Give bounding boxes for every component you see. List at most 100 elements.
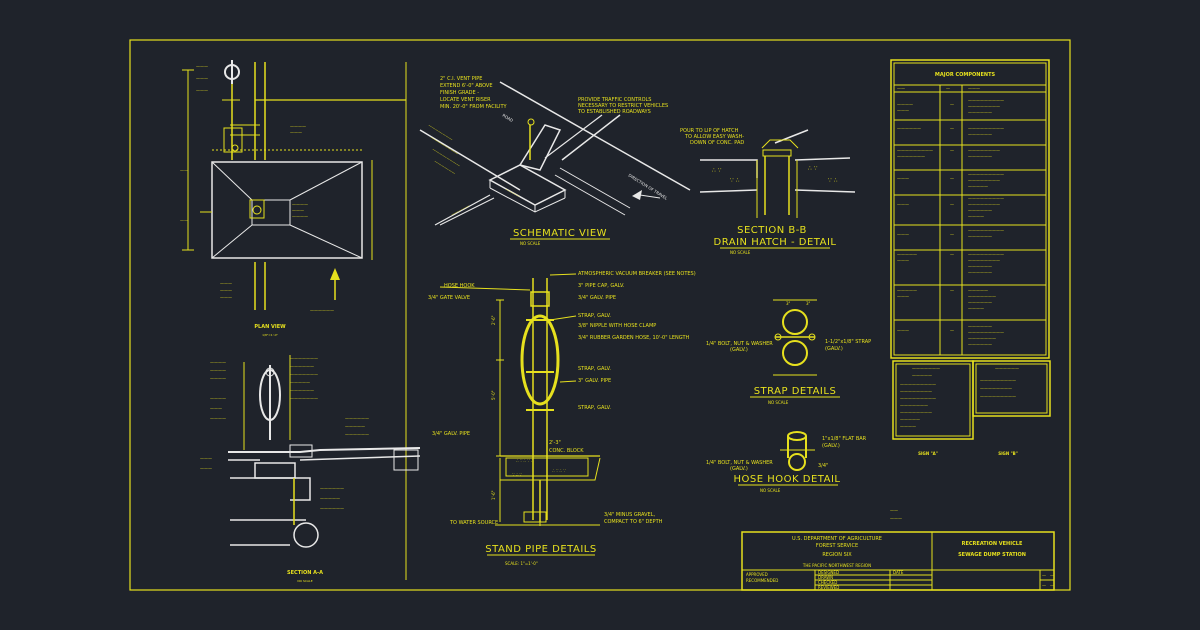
svg-text:———————: ——————— — [897, 154, 925, 159]
svg-text:——: —— — [897, 86, 905, 91]
section-b-note-1: POUR TO LIP OF HATCH — [680, 128, 739, 134]
signs-panel: ———————————— —————————————————————————— … — [892, 360, 1051, 456]
svg-text:—————: ————— — [897, 252, 917, 257]
hosehook-dim: 3/4" — [818, 463, 828, 469]
svg-text:—————: ————— — [968, 288, 988, 293]
svg-text:—————————: ————————— — [968, 98, 1004, 103]
svg-text:————————: ———————— — [968, 202, 1000, 207]
standpipe-callout-2: 3" PIPE CAP, GALV. — [578, 283, 625, 289]
svg-text:————: ———— — [900, 424, 916, 429]
section-b-b-detail: ∴ ∵∵ ∴ ∴ ∵∵ ∴ POUR TO LIP OF HATCH TO AL… — [680, 128, 856, 255]
svg-text:——: —— — [180, 218, 188, 223]
strap-scale: NO SCALE — [768, 400, 789, 405]
svg-text:3": 3" — [786, 301, 791, 306]
standpipe-gravel-note-1: 3/4" MINUS GRAVEL, — [604, 512, 655, 518]
road-label: ROAD — [501, 113, 514, 123]
strap-title: STRAP DETAILS — [754, 386, 837, 397]
svg-text:—————————: ————————— — [980, 394, 1016, 399]
svg-text:∴ ∵: ∴ ∵ — [808, 165, 818, 172]
svg-text:——————: —————— — [320, 506, 344, 511]
svg-text:———: ——— — [210, 406, 222, 411]
svg-text:———: ——— — [196, 76, 208, 81]
section-b-title: SECTION B-B — [737, 225, 807, 236]
hosehook-right-note-2: (GALV.) — [822, 443, 840, 449]
svg-text:——————: —————— — [995, 366, 1019, 371]
stand-pipe-details: ∴ ∵ ∴ ∵ ∴∴ ∵ ∴ ∵∵ ∴ ∵ ATMOSPHERIC VACUUM… — [428, 271, 696, 566]
svg-text:—: — — [1050, 583, 1054, 588]
section-b-subtitle: DRAIN HATCH - DETAIL — [714, 237, 837, 248]
hose-hook-detail: 1/4" BOLT, NUT & WASHER (GALV.) 1"x1/8" … — [706, 431, 867, 493]
standpipe-callout-9: STRAP, GALV. — [578, 405, 611, 411]
sheet-border — [129, 39, 1071, 591]
hosehook-title: HOSE HOOK DETAIL — [734, 474, 841, 485]
svg-text:—————————: ————————— — [968, 126, 1004, 131]
svg-text:———: ——— — [200, 466, 212, 471]
svg-text:———————: ——————— — [968, 336, 996, 341]
project-line-2: SEWAGE DUMP STATION — [958, 552, 1026, 558]
svg-text:—————————: ————————— — [900, 396, 936, 401]
plan-view: ————————— ——————— ——————————— ————————— … — [180, 60, 406, 337]
vent-note-line-2: EXTEND 6'-0" ABOVE — [440, 83, 493, 89]
svg-text:—————————: ————————— — [897, 148, 933, 153]
schematic-title: SCHEMATIC VIEW — [513, 228, 607, 239]
vent-note-line-4: LOCATE VENT RISER — [440, 97, 491, 103]
svg-text:———: ——— — [196, 88, 208, 93]
svg-text:———: ——— — [897, 232, 909, 237]
svg-text:———: ——— — [897, 108, 909, 113]
svg-text:—: — — [1042, 573, 1046, 578]
svg-text:—: — — [950, 126, 954, 131]
reviewed-label: REVIEWED — [818, 585, 839, 590]
svg-text:———————: ——————— — [290, 372, 318, 377]
sign-b-label: SIGN "B" — [998, 451, 1018, 456]
standpipe-callout-6: 3/4" RUBBER GARDEN HOSE, 10'-0" LENGTH — [578, 335, 690, 341]
agency-line-1: U.S. DEPARTMENT OF AGRICULTURE — [792, 536, 882, 542]
svg-text:——————: —————— — [968, 324, 992, 329]
svg-text:——————: —————— — [345, 432, 369, 437]
svg-text:—: — — [950, 176, 954, 181]
direction-label: DIRECTION OF TRAVEL — [627, 173, 669, 202]
svg-text:————————: ———————— — [980, 386, 1012, 391]
svg-text:———: ——— — [897, 258, 909, 263]
vent-note-line-3: FINISH GRADE - — [440, 90, 479, 96]
svg-text:———: ——— — [890, 516, 902, 521]
svg-text:————: ———— — [210, 396, 226, 401]
major-components-table: MAJOR COMPONENTS —————— ———————— ———————… — [890, 59, 1050, 359]
svg-text:———————: ——————— — [912, 366, 940, 371]
traffic-note-line-3: TO ESTABLISHED ROADWAYS — [577, 109, 651, 115]
svg-text:———: ——— — [968, 86, 980, 91]
svg-text:————: ———— — [210, 368, 226, 373]
svg-text:———: ——— — [220, 288, 232, 293]
svg-text:—————: ————— — [900, 417, 920, 422]
svg-text:———————: ——————— — [900, 403, 928, 408]
section-a-scale: NO SCALE — [297, 579, 312, 583]
svg-text:—————: ————— — [290, 380, 310, 385]
svg-text:——————: —————— — [320, 486, 344, 491]
svg-text:——————: —————— — [310, 308, 334, 313]
svg-text:—: — — [1042, 583, 1046, 588]
standpipe-block-label: CONC. BLOCK — [549, 448, 584, 454]
agency-line-3: REGION SIX — [822, 552, 852, 558]
svg-text:———: ——— — [196, 64, 208, 69]
svg-text:————————: ———————— — [968, 178, 1000, 183]
svg-text:—————————: ————————— — [900, 382, 936, 387]
standpipe-scale: SCALE: 1"=1'-0" — [505, 561, 538, 566]
strap-left-note-2: (GALV.) — [730, 347, 748, 353]
svg-text:——————: —————— — [968, 154, 992, 159]
section-a-title: SECTION A-A — [287, 570, 323, 576]
title-block: U.S. DEPARTMENT OF AGRICULTURE FOREST SE… — [741, 508, 1055, 591]
sign-a-label: SIGN "A" — [918, 451, 938, 456]
standpipe-block-dim: 2'-3" — [549, 440, 561, 446]
region-name: THE PACIFIC NORTHWEST REGION — [802, 563, 871, 568]
svg-text:————————: ———————— — [900, 389, 932, 394]
svg-text:————: ———— — [210, 376, 226, 381]
svg-text:—————: ————— — [912, 373, 932, 378]
approved-label: APPROVED — [746, 572, 768, 577]
standpipe-callout-4: STRAP, GALV. — [578, 313, 611, 319]
schematic-view: 2" C.I. VENT PIPE EXTEND 6'-0" ABOVE FIN… — [419, 76, 691, 246]
svg-text:——: —— — [180, 168, 188, 173]
svg-text:———: ——— — [897, 328, 909, 333]
svg-text:—————————: ————————— — [968, 252, 1004, 257]
svg-text:———————: ——————— — [290, 356, 318, 361]
svg-text:————: ———— — [292, 214, 308, 219]
